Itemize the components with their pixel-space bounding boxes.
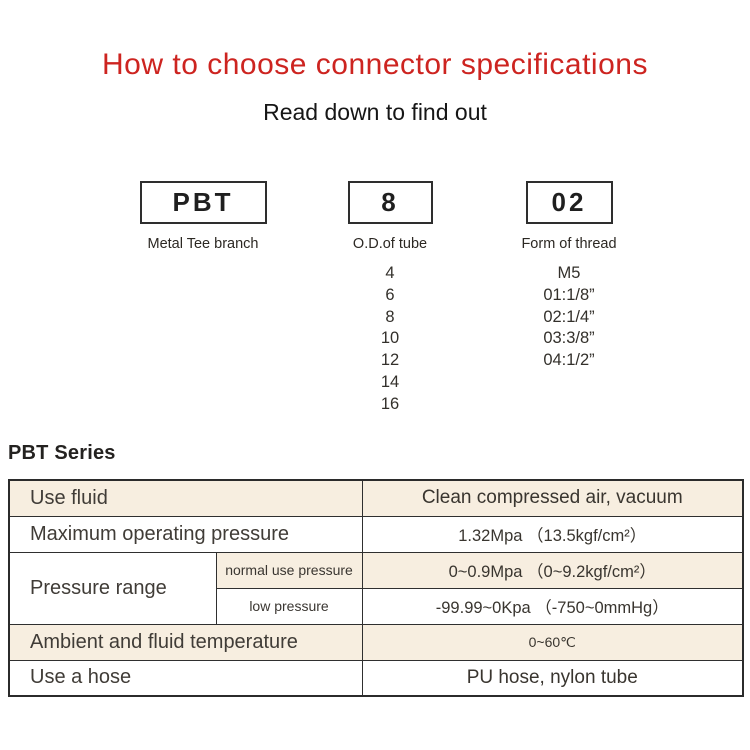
table-row-hose: Use a hose PU hose, nylon tube <box>8 659 744 697</box>
temperature-value: 0~60℃ <box>361 623 744 661</box>
code-box-series: PBT <box>139 181 267 224</box>
normal-pressure-label: normal use pressure <box>215 551 363 589</box>
option-item: 14 <box>380 372 400 391</box>
use-fluid-label: Use fluid <box>8 479 363 517</box>
spec-table: Use fluid Clean compressed air, vacuum M… <box>8 479 744 697</box>
model-code-column-tube-od: 8 O.D.of tube 4 6 8 10 12 14 16 <box>280 181 500 416</box>
option-item: 03:3/8” <box>543 329 595 348</box>
option-item: 10 <box>380 329 400 348</box>
pressure-range-label: Pressure range <box>8 551 217 625</box>
series-heading: PBT Series <box>8 442 116 464</box>
table-row-max-pressure: Maximum operating pressure 1.32Mpa （13.5… <box>8 515 744 553</box>
normal-pressure-value: 0~0.9Mpa （0~9.2kgf/cm²） <box>361 551 744 589</box>
code-label-series: Metal Tee branch <box>147 236 259 252</box>
options-list-tube-od: 4 6 8 10 12 14 16 <box>381 263 399 416</box>
table-row-temperature: Ambient and fluid temperature 0~60℃ <box>8 623 744 661</box>
hose-value: PU hose, nylon tube <box>361 659 744 697</box>
temperature-label: Ambient and fluid temperature <box>8 623 363 661</box>
option-item: 04:1/2” <box>543 351 595 370</box>
option-item: 02:1/4” <box>543 307 595 326</box>
hose-label: Use a hose <box>8 659 363 697</box>
low-pressure-label: low pressure <box>215 587 363 625</box>
option-item: 16 <box>380 394 400 413</box>
code-box-thread: 02 <box>525 181 613 224</box>
low-pressure-value: -99.99~0Kpa （-750~0mmHg） <box>361 587 744 625</box>
table-row-pressure-normal: Pressure range normal use pressure 0~0.9… <box>8 551 744 625</box>
table-row-pressure-low: low pressure -99.99~0Kpa （-750~0mmHg） <box>9 587 744 625</box>
option-item: 6 <box>385 285 395 304</box>
use-fluid-value: Clean compressed air, vacuum <box>361 479 744 517</box>
option-item: 12 <box>380 351 400 370</box>
option-item: 01:1/8” <box>543 285 595 304</box>
code-label-tube-od: O.D.of tube <box>352 236 428 252</box>
option-item: 8 <box>385 307 395 326</box>
table-row-use-fluid: Use fluid Clean compressed air, vacuum <box>8 479 744 517</box>
option-item: 4 <box>385 264 395 282</box>
code-box-tube-od: 8 <box>347 181 433 224</box>
max-pressure-value: 1.32Mpa （13.5kgf/cm²） <box>361 515 744 553</box>
code-label-thread: Form of thread <box>521 236 617 252</box>
options-list-thread: M5 01:1/8” 02:1/4” 03:3/8” 04:1/2” <box>543 263 594 372</box>
page-subtitle: Read down to find out <box>263 99 487 125</box>
model-code-column-series: PBT Metal Tee branch <box>93 181 313 263</box>
option-item: M5 <box>557 264 581 282</box>
max-pressure-label: Maximum operating pressure <box>8 515 363 553</box>
model-code-column-thread: 02 Form of thread M5 01:1/8” 02:1/4” 03:3/8… <box>459 181 679 372</box>
page-title: How to choose connector specifications <box>102 48 648 81</box>
